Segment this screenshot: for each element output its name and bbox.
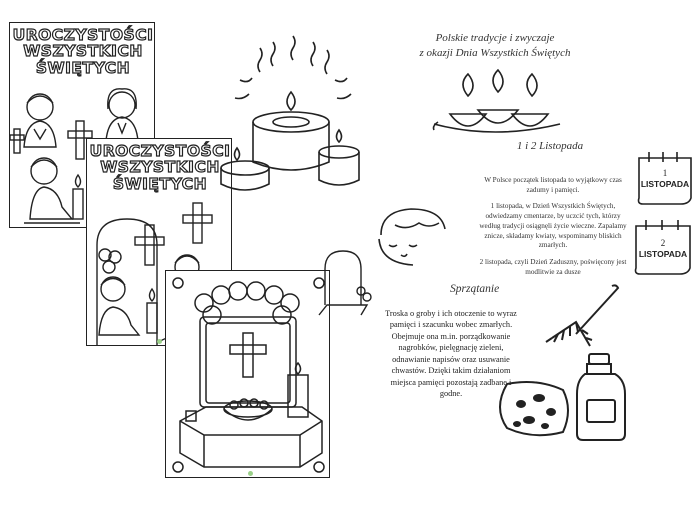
title-line: ŚWIĘTYCH <box>112 174 208 193</box>
candle-icon <box>318 128 360 186</box>
sheet-dot <box>157 339 162 344</box>
praying-children-icon <box>9 88 139 224</box>
candle-icon <box>287 361 309 418</box>
paragraph: 2 listopada, czyli Dzień Zaduszny, poświ… <box>479 258 627 276</box>
page-heading: Polskie tradycje i zwyczaje z okazji Dni… <box>395 31 595 61</box>
steam-icon <box>234 35 352 100</box>
candle-icon <box>146 287 158 334</box>
calendar-icon: 1 LISTOPADA <box>635 150 695 205</box>
candle-icon <box>252 90 330 171</box>
boy-face-icon <box>378 208 446 266</box>
grave-scene-icon <box>172 277 325 473</box>
sheet-title: UROCZYSTOŚCI WSZYSTKICH ŚWIĘTYCH <box>87 142 233 193</box>
calendar-icon: 2 LISTOPADA <box>632 218 694 276</box>
title-line: ŚWIĘTYCH <box>35 58 131 77</box>
candles-illustration <box>220 35 360 191</box>
tombstone-icon <box>318 250 372 316</box>
section-text-dates: W Polsce początek listopada to wyjątkowy… <box>478 176 628 284</box>
cemetery-scene-icon <box>96 202 213 345</box>
flower-icon <box>194 281 300 325</box>
calendar-day: 1 <box>662 168 668 178</box>
calendar-month: LISTOPADA <box>640 179 690 189</box>
paragraph: 1 listopada, w Dzień Wszystkich Świętych… <box>479 202 627 250</box>
cross-icon <box>229 332 267 378</box>
sheet-dot <box>248 471 253 476</box>
paragraph: W Polsce początek listopada to wyjątkowy… <box>484 176 622 194</box>
calendar-day: 2 <box>660 238 666 248</box>
tombstone-icon <box>96 218 158 345</box>
sheet-title: UROCZYSTOŚCI WSZYSTKICH ŚWIĘTYCH <box>10 26 156 77</box>
coloring-page-sheet-1: UROCZYSTOŚCI WSZYSTKICH ŚWIĘTYCH <box>9 22 155 228</box>
cross-icon <box>134 224 165 266</box>
title-line: WSZYSTKICH <box>23 42 143 61</box>
heading-line-1: Polskie tradycje i zwyczaje <box>435 32 555 44</box>
section-title-cleaning: Sprzątanie <box>450 283 500 295</box>
bottle-icon <box>576 353 626 441</box>
section-title-dates: 1 i 2 Listopada <box>516 140 584 152</box>
sponge-icon <box>499 381 569 437</box>
section-text-cleaning: Troska o groby i ich otoczenie to wyraz … <box>385 309 517 399</box>
rake-icon <box>545 284 620 347</box>
coloring-page-sheet-3 <box>165 270 330 478</box>
heading-line-2: z okazji Dnia Wszystkich Świętych <box>419 46 571 59</box>
calendar-month: LISTOPADA <box>638 249 688 259</box>
candle-icon <box>220 146 270 191</box>
title-line: UROCZYSTOŚCI <box>89 142 231 160</box>
diya-lamp-icon <box>432 68 561 133</box>
tombstone-icon <box>199 316 297 408</box>
candle-icon <box>72 173 84 220</box>
title-line: UROCZYSTOŚCI <box>12 26 154 44</box>
flower-icon <box>98 248 122 274</box>
title-line: WSZYSTKICH <box>100 158 220 177</box>
cross-icon <box>67 120 93 160</box>
